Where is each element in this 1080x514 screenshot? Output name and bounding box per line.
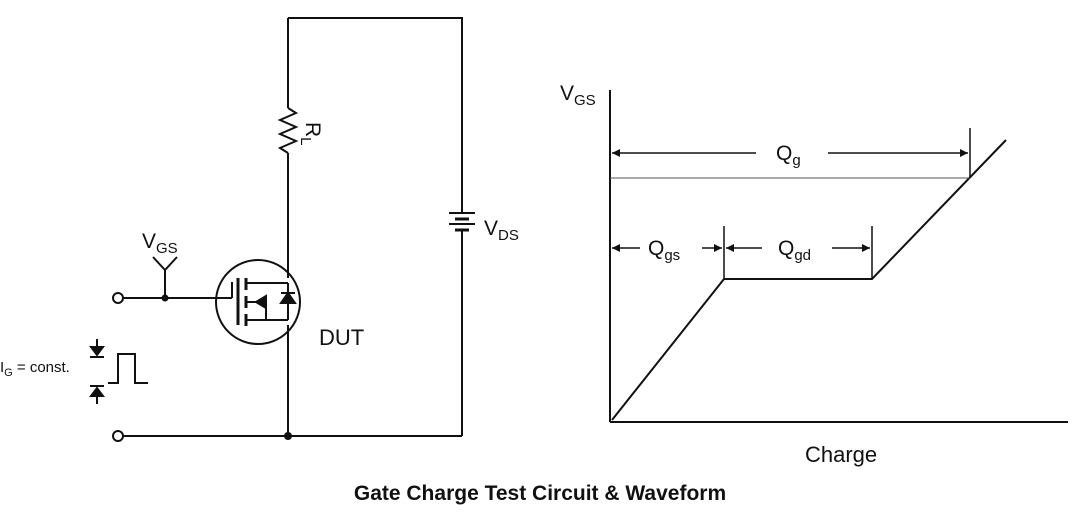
x-axis-label: Charge xyxy=(805,442,877,467)
load-resistor xyxy=(277,107,299,154)
pulse-symbol xyxy=(108,353,148,384)
vgs-label: VGS xyxy=(142,230,178,257)
rl-label: RL xyxy=(297,122,324,146)
ig-label: IG = const. xyxy=(0,359,70,379)
qg-label: Qg xyxy=(776,142,801,169)
circuit-top-wire xyxy=(288,17,463,213)
qgd-label: Qgd xyxy=(778,237,811,264)
ground-terminal xyxy=(112,430,124,442)
test-circuit xyxy=(89,17,475,442)
gate-charge-waveform xyxy=(609,90,1068,423)
qgs-label: Qgs xyxy=(648,237,680,264)
vds-battery xyxy=(449,212,475,232)
vgs-probe xyxy=(152,256,178,298)
vds-label: VDS xyxy=(484,217,519,244)
mosfet-body xyxy=(215,259,301,345)
vgs-curve xyxy=(611,139,1007,421)
y-axis-label: VGS xyxy=(560,82,596,109)
dut-label: DUT xyxy=(319,325,364,350)
figure-caption: Gate Charge Test Circuit & Waveform xyxy=(353,482,727,505)
ig-arrows xyxy=(89,339,105,404)
gate-wire xyxy=(123,282,233,299)
gate-terminal xyxy=(112,292,124,304)
